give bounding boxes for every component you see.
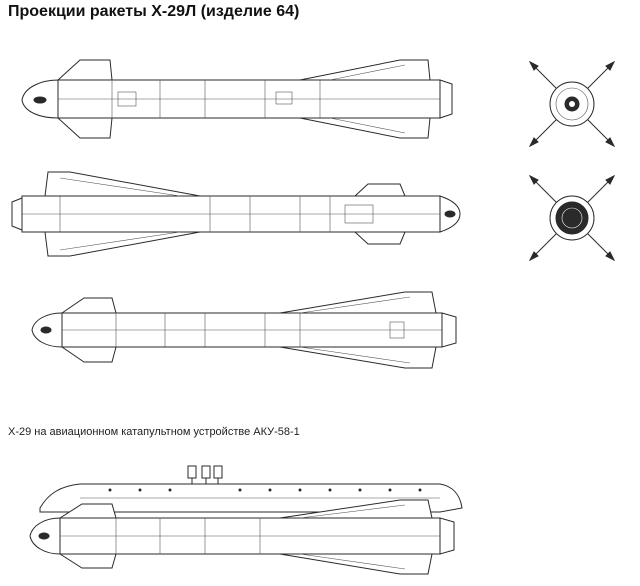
missile-bottom-view [31,291,457,369]
missile-rear-view [528,174,616,262]
rivet-pattern [108,488,422,492]
missile-side-view-2 [11,171,461,257]
missile-front-view [528,60,616,148]
figure-caption: X-29 на авиационном катапультном устройс… [8,426,300,438]
page-title: Проекции ракеты Х-29Л (изделие 64) [8,3,300,20]
missile-side-view-1 [21,59,453,139]
missile-on-launcher [29,465,463,575]
